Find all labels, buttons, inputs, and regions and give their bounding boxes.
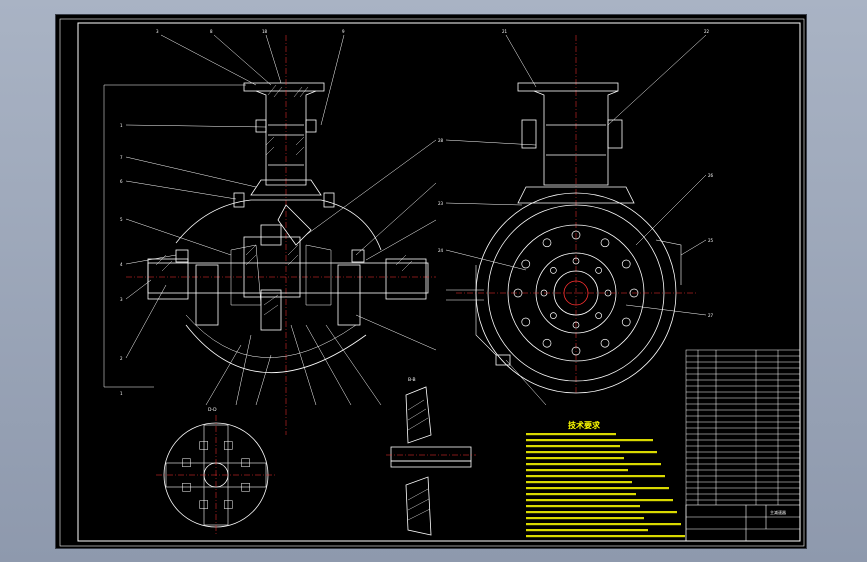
tech-requirement-line <box>526 451 657 454</box>
bolt-hole <box>521 317 531 327</box>
leader-label: 21 <box>502 29 508 34</box>
bolt-hole <box>571 230 581 240</box>
bolt-hole <box>540 289 548 297</box>
tech-requirement-line <box>526 529 648 532</box>
leader-label: 28 <box>438 138 444 143</box>
title-block-name: 主减速器 <box>770 509 786 515</box>
gear-tooth <box>223 441 233 450</box>
technical-requirements: 技术要求 <box>526 420 685 538</box>
bolt-hole <box>621 317 631 327</box>
bolt-hole <box>571 346 581 356</box>
tech-requirement-line <box>526 481 632 484</box>
bolt-hole <box>542 338 552 348</box>
tech-requirement-line <box>526 445 620 448</box>
leader-labels-right: 21 22 26 25 27 28 23 24 <box>438 29 714 318</box>
leader-label: 2 <box>120 356 123 361</box>
section-label: B-B <box>408 377 416 383</box>
gear-tooth <box>241 458 250 468</box>
outer-border <box>59 18 805 547</box>
tech-requirements-title: 技术要求 <box>568 420 601 430</box>
bolt-hole <box>621 259 631 269</box>
tech-requirement-line <box>526 493 636 496</box>
gear-tooth <box>199 500 209 509</box>
gear-tooth <box>182 482 191 492</box>
leader-label: 1 <box>120 391 123 396</box>
tech-requirement-line <box>526 457 624 460</box>
leader-label: 24 <box>438 248 444 253</box>
main-section-view <box>103 35 436 435</box>
bolt-hole <box>521 259 531 269</box>
tech-requirement-line <box>526 439 653 442</box>
bolt-hole <box>550 267 557 274</box>
leader-label: 23 <box>438 201 444 206</box>
leader-label: 27 <box>708 313 714 318</box>
leader-label: 22 <box>704 29 710 34</box>
tech-requirement-line <box>526 463 661 466</box>
bolt-hole <box>629 288 639 298</box>
title-block <box>685 504 801 542</box>
leader-label: 3 <box>156 29 159 34</box>
bolt-hole <box>595 312 602 319</box>
leader-label: 4 <box>120 262 123 267</box>
gear-section-view <box>386 386 476 536</box>
gear-tooth <box>223 500 233 509</box>
bolt-hole <box>550 312 557 319</box>
bolt-hole <box>572 321 580 329</box>
bolt-hole <box>600 338 610 348</box>
drawing-sheet: 3 8 18 9 1 7 6 5 4 3 2 1 <box>55 14 807 549</box>
engineering-drawing: 3 8 18 9 1 7 6 5 4 3 2 1 <box>59 18 805 547</box>
leader-labels-left: 3 8 18 9 1 7 6 5 4 3 2 1 <box>120 29 345 396</box>
tech-requirement-line <box>526 511 677 514</box>
leader-label: 25 <box>708 238 714 243</box>
tech-requirement-line <box>526 505 640 508</box>
bolt-hole <box>542 238 552 248</box>
bolt-hole <box>595 267 602 274</box>
tech-requirement-line <box>526 487 669 490</box>
leader-label: 5 <box>120 217 123 222</box>
leader-label: 6 <box>120 179 123 184</box>
tech-requirement-line <box>526 523 681 526</box>
section-label: D-D <box>208 407 217 413</box>
leader-lines-left <box>125 34 437 406</box>
leader-label: 18 <box>262 29 268 34</box>
leader-label: 26 <box>708 173 714 178</box>
bottom-circle-teeth <box>182 441 250 509</box>
tech-requirement-line <box>526 475 665 478</box>
leader-label: 8 <box>210 29 213 34</box>
gear-tooth <box>199 441 209 450</box>
bolt-hole <box>600 238 610 248</box>
leader-lines-right <box>445 34 707 406</box>
parts-list <box>685 349 801 542</box>
tech-requirement-line <box>526 517 644 520</box>
leader-label: 7 <box>120 155 123 160</box>
leader-label: 1 <box>120 123 123 128</box>
tech-requirement-line <box>526 469 628 472</box>
side-view <box>456 35 696 395</box>
inner-border <box>77 22 801 542</box>
tech-requirement-line <box>526 535 685 538</box>
bolt-hole <box>513 288 523 298</box>
leader-label: 3 <box>120 297 123 302</box>
gear-tooth <box>241 482 250 492</box>
gear-tooth <box>182 458 191 468</box>
bolt-hole <box>572 257 580 265</box>
bolt-circle <box>513 230 639 356</box>
leader-label: 9 <box>342 29 345 34</box>
bolt-hole <box>604 289 612 297</box>
bottom-circular-view <box>156 415 276 535</box>
tech-requirement-line <box>526 499 673 502</box>
tech-requirement-line <box>526 433 616 436</box>
